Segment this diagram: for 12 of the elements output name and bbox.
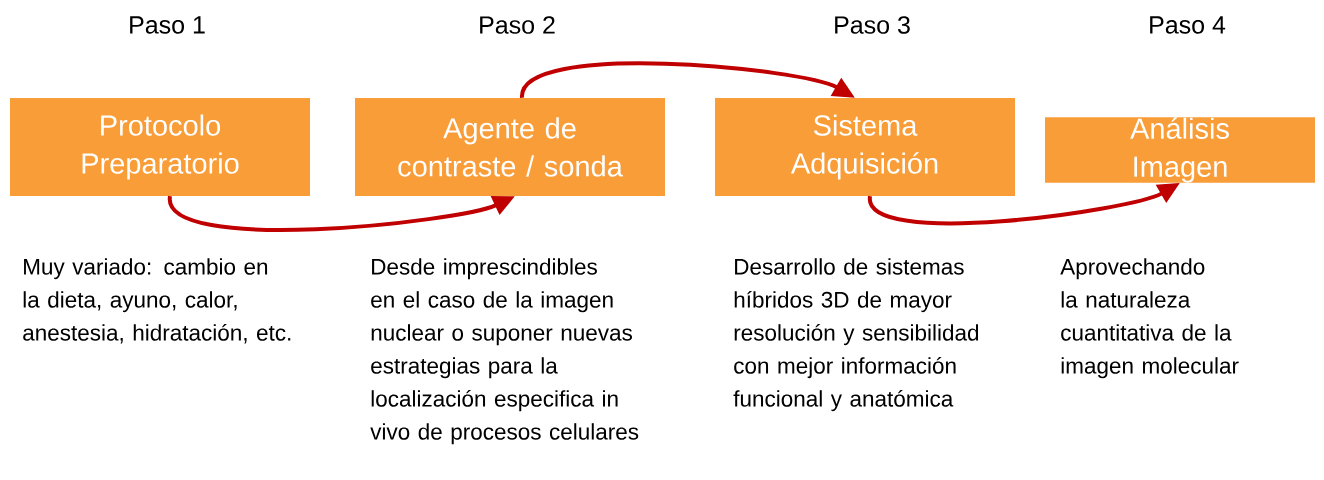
description-text: Muy variado: cambio en la dieta, ayuno, calor, anestesia, hidratación, etc. (23, 258, 291, 344)
step-label: Paso 1 (130, 16, 205, 34)
process-box: Análisis Imagen (1045, 117, 1315, 183)
description-text: Aprovechando la naturaleza cuantitativa de la imagen molecular (1060, 258, 1239, 379)
description-text: Desde imprescindibles en el caso de la imagen nuclear o suponer nuevas estrategias para la localización especifica in vivo de procesos celulares (370, 258, 639, 445)
process-box: Agente de contraste / sonda (355, 98, 665, 196)
step-label: Paso 4 (1150, 16, 1226, 34)
process-box: Protocolo Preparatorio (10, 98, 310, 196)
process-box: Sistema Adquisición (715, 98, 1015, 196)
description-text: Desarrollo de sistemas híbridos 3D de mayor resolución y sensibilidad con mejor información funcional y anatómica (733, 258, 979, 412)
step-label: Paso 2 (480, 16, 555, 34)
step-label: Paso 3 (835, 16, 910, 34)
